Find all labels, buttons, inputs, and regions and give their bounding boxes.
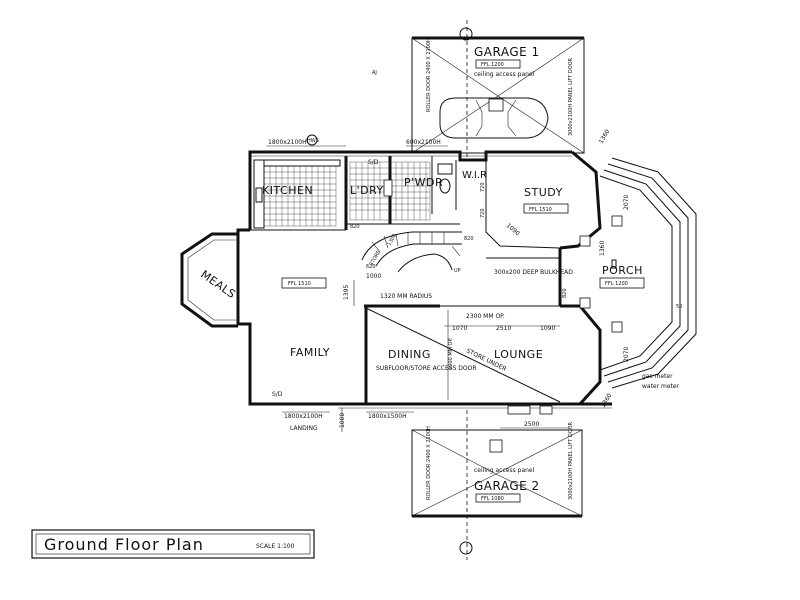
dim-1360-mid: 1360	[599, 241, 606, 256]
title-block	[31, 529, 315, 559]
dim-1000-opening: 1000 MM OP.	[448, 337, 454, 370]
dim-50: 50	[676, 304, 682, 310]
kitchen-label: KITCHEN	[262, 184, 313, 197]
house-walls	[180, 150, 612, 409]
porch-steps	[599, 157, 697, 389]
garage-2-roller-door: ROLLER DOOR 2400 X 2100H	[426, 426, 432, 500]
stair-radius-note: 1320 MM RADIUS	[380, 293, 432, 300]
study-label: STUDY	[524, 186, 563, 199]
meals-label: MEALS	[198, 268, 238, 301]
kitchen-tiles	[253, 159, 341, 229]
wir-label: W.I.R	[462, 170, 487, 181]
dim-2510: 2510	[496, 325, 511, 332]
gas-meter-note: gas meter	[642, 373, 673, 380]
dim-1300: 1300	[387, 233, 399, 247]
dim-720-wir: 720	[480, 182, 486, 192]
hws-label: HWS	[307, 138, 319, 144]
family-ffl: FFL 1510	[288, 281, 311, 287]
dim-620: 620	[366, 264, 376, 270]
opening-note: 2300 MM OP.	[466, 313, 505, 320]
dim-820-study: 820	[464, 236, 474, 242]
toilet-icon	[439, 178, 451, 194]
porch-ffl: FFL 1200	[605, 281, 628, 287]
garage-2-panel-door: 3000x2100H PANEL LIFT DOOR	[568, 421, 574, 500]
water-meter-note: water meter	[642, 383, 680, 390]
dim-1090: 1090	[540, 325, 555, 332]
sliding-door-label-1: S/D	[368, 159, 379, 166]
garage-2-ffl: FFL 1080	[481, 496, 504, 502]
dining-label: DINING	[388, 348, 431, 361]
dim-1090-study: 1090	[505, 222, 521, 237]
dim-720-study: 720	[480, 208, 486, 218]
column-boxes	[306, 134, 623, 415]
plan-title: Ground Floor Plan	[44, 535, 204, 554]
garage-2	[411, 410, 583, 560]
dimension-lines	[266, 145, 570, 432]
dim-1360-top: 1360	[598, 128, 612, 145]
landing-label: LANDING	[290, 425, 318, 432]
bulkhead-note: 300x200 DEEP BULKHEAD	[494, 269, 573, 276]
aj-note: AJ	[372, 70, 377, 76]
garage-1-panel-door: 3000x2100H PANEL LIFT DOOR	[568, 57, 574, 136]
garage-1-label: GARAGE 1	[474, 45, 540, 59]
porch-label: PORCH	[602, 264, 643, 277]
dim-820-kitchen: 820	[350, 224, 360, 230]
study-ffl: FFL 1510	[529, 207, 552, 213]
dim-1000-landing: 1000	[339, 413, 346, 428]
plan-scale: SCALE 1:100	[256, 543, 295, 550]
section-marker-icon-2	[459, 541, 473, 555]
dim-window-dining: 1800x1500H	[368, 413, 407, 420]
dim-1070: 1070	[452, 325, 467, 332]
dim-2070-top: 2070	[623, 195, 630, 210]
laundry-label: L'DRY	[350, 184, 384, 197]
dim-820-porch: 820	[562, 288, 568, 298]
lounge-label: LOUNGE	[494, 348, 543, 361]
dim-window-powder: 600x2100H	[406, 139, 441, 146]
stair-up-label: UP	[454, 268, 461, 274]
garage-1-roller-door: ROLLER DOOR 2400 X 2100H	[426, 38, 432, 112]
garage-2-label: GARAGE 2	[474, 479, 540, 493]
powder-label: P'WDR	[404, 176, 443, 189]
subfloor-note: SUBFLOOR/STORE ACCESS DOOR	[376, 365, 477, 372]
dim-window-family: 1800x2100H	[284, 413, 323, 420]
dim-1360-bottom: 1360	[600, 392, 614, 409]
sliding-door-label-2: S/D	[272, 391, 283, 398]
hws-icon	[306, 134, 318, 146]
family-label: FAMILY	[290, 346, 330, 359]
section-marker-icon	[459, 27, 473, 41]
dim-1395: 1395	[343, 285, 350, 300]
staircase	[361, 231, 462, 273]
dim-1000-stair: 1000	[366, 273, 381, 280]
garage-2-ceiling-note: ceiling access panel	[474, 467, 535, 474]
dim-2500: 2500	[524, 421, 539, 428]
car-icon	[439, 97, 549, 139]
dim-window-kitchen: 1800x2100H	[268, 139, 307, 146]
laundry-tiles	[349, 161, 453, 221]
garage-1-ceiling-note: ceiling access panel	[474, 71, 535, 78]
dim-2070-bottom: 2070	[623, 347, 630, 362]
garage-1-ffl: FFL 1200	[481, 62, 504, 68]
